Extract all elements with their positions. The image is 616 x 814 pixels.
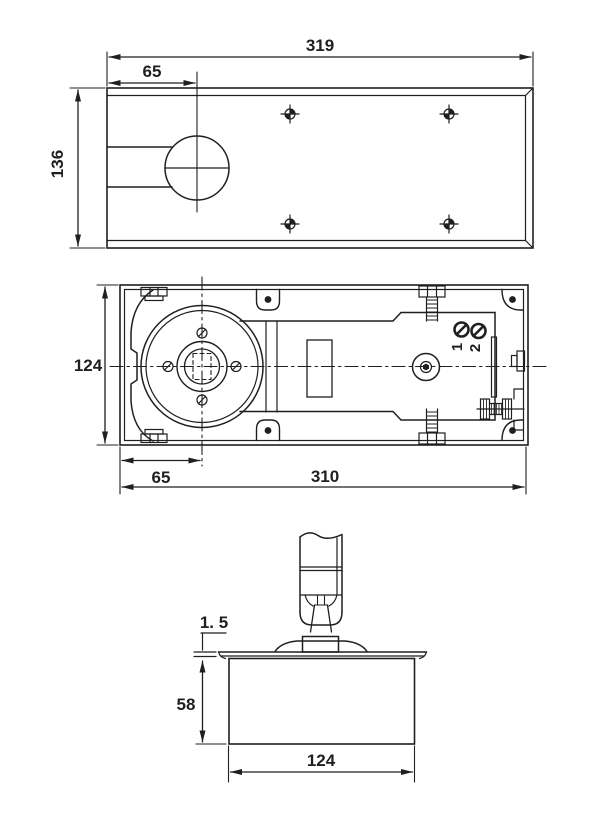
adjusting-valve-screws: 1 2 bbox=[449, 321, 487, 352]
floor-box bbox=[228, 657, 416, 745]
dim-top-spindle-offset: 65 bbox=[108, 62, 196, 86]
dim-label-65-plan: 65 bbox=[152, 468, 171, 487]
mounting-ears bbox=[255, 288, 525, 442]
dim-label-65-top: 65 bbox=[143, 62, 162, 81]
top-view: 319 65 136 bbox=[48, 36, 534, 249]
dim-label-136: 136 bbox=[48, 150, 67, 178]
dim-side-clearance: 1. 5 bbox=[193, 613, 228, 658]
centerlines bbox=[109, 276, 548, 467]
dim-plan-spindle-offset: 65 bbox=[119, 446, 201, 495]
valve-label-2: 2 bbox=[467, 344, 484, 352]
dim-label-319: 319 bbox=[306, 36, 334, 55]
side-view: 1. 5 58 124 bbox=[177, 532, 428, 783]
dim-side-depth: 58 bbox=[177, 660, 227, 745]
dim-side-width: 124 bbox=[227, 745, 416, 783]
dim-plan-width: 310 bbox=[121, 446, 527, 495]
dim-label-58: 58 bbox=[177, 695, 196, 714]
cover-plate bbox=[106, 87, 534, 249]
screw-target-markers bbox=[280, 104, 459, 234]
dim-label-124-plan: 124 bbox=[74, 356, 103, 375]
dim-label-310: 310 bbox=[311, 467, 339, 486]
valve-label-1: 1 bbox=[449, 343, 466, 351]
dim-top-height: 136 bbox=[48, 87, 106, 249]
cement-box bbox=[119, 284, 529, 446]
door-shoe bbox=[299, 532, 343, 626]
dim-label-1-5: 1. 5 bbox=[200, 613, 228, 632]
cover-plate-section bbox=[217, 635, 428, 660]
spindle-cone bbox=[309, 595, 333, 633]
dim-plan-height: 124 bbox=[74, 284, 119, 446]
spindle-hole-circle bbox=[164, 71, 230, 213]
dim-top-width: 319 bbox=[106, 36, 534, 87]
dim-label-124-side: 124 bbox=[307, 751, 336, 770]
plan-view: 1 2 bbox=[74, 276, 548, 495]
levelling-bolts bbox=[140, 285, 446, 445]
side-adjuster bbox=[476, 336, 526, 431]
